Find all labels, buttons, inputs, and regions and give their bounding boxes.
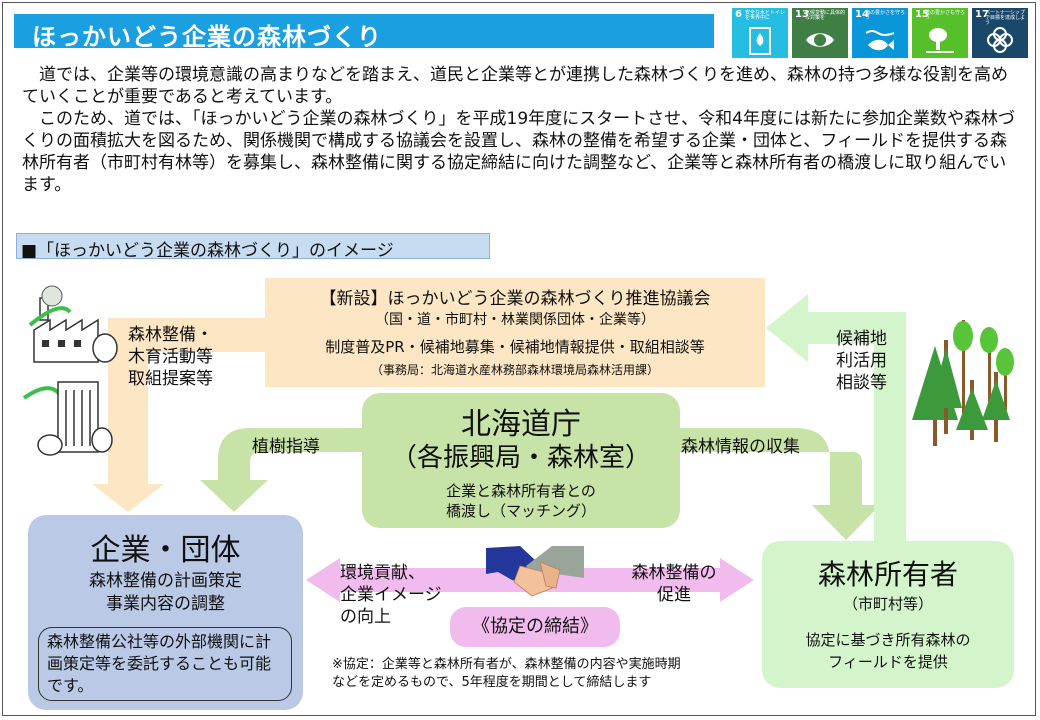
government-box: 北海道庁 （各振興局・森林室） 企業と森林所有者との 橋渡し（マッチング）: [362, 393, 680, 528]
owner-desc-line-2: フィールドを提供: [828, 653, 948, 671]
intro-paragraph-1: 道では、企業等の環境意識の高まりなどを踏まえ、道民と企業等とが連携した森林づくり…: [22, 65, 1008, 107]
forest-info-arrow: [680, 428, 880, 540]
sdg-14-badge: 14 海の豊かさを守ろう: [852, 8, 908, 58]
forest-trees-icon: [912, 320, 1014, 446]
contribution-label-line-3: の向上: [340, 607, 391, 627]
intro-text: 道では、企業等の環境意識の高まりなどを踏まえ、道民と企業等とが連携した森林づくり…: [22, 64, 1022, 196]
sdg-6-badge: 6 安全な水とトイレを世界中に: [732, 8, 788, 58]
candidate-arrow: [766, 294, 906, 541]
sdg-number: 13: [795, 9, 809, 20]
handshake-icon: [486, 546, 584, 597]
fish-icon: [865, 30, 895, 51]
footnote-line-1: ※協定：企業等と森林所有者が、森林整備の内容や実施時期: [332, 657, 681, 672]
government-desc-line-2: 橋渡し（マッチング）: [445, 502, 596, 520]
tree-icon: [926, 28, 954, 53]
forest-info-label: 森林情報の収集: [681, 437, 800, 457]
office-building-icon: [22, 381, 113, 456]
sdg-caption: パートナーシップで目標を達成しよう: [985, 10, 1026, 26]
government-sub: （各振興局・森林室）: [390, 443, 651, 473]
council-title: 【新設】ほっかいどう企業の森林づくり推進協議会: [319, 289, 711, 309]
sdg-number: 17: [975, 9, 989, 20]
company-desc-line-2: 事業内容の調整: [106, 594, 225, 614]
planting-arrow: [200, 428, 362, 512]
proposal-label-line-1: 森林整備・: [128, 325, 213, 345]
section-heading: ■「ほっかいどう企業の森林づくり」のイメージ: [16, 233, 490, 261]
sdg-caption: 安全な水とトイレを世界中に: [745, 10, 786, 21]
owner-name: 森林所有者: [817, 558, 958, 591]
contribution-label-line-1: 環境貢献、: [340, 563, 425, 583]
proposal-label: 森林整備・ 木育活動等 取組提案等: [128, 324, 213, 390]
candidate-label: 候補地 利活用 相談等: [836, 328, 887, 394]
company-note: 森林整備公社等の外部機関に計画策定等を委託することも可能です。: [38, 627, 292, 701]
proposal-label-line-3: 取組提案等: [128, 369, 213, 389]
company-desc-line-1: 森林整備の計画策定: [89, 571, 242, 591]
sdg-number: 15: [915, 9, 929, 20]
sdg-caption: 陸の豊かさも守ろう: [925, 10, 966, 21]
council-box: 【新設】ほっかいどう企業の森林づくり推進協議会 （国・道・市町村・林業関係団体・…: [265, 278, 765, 387]
sdg-17-badge: 17 パートナーシップで目標を達成しよう: [972, 8, 1028, 58]
owner-desc-line-1: 協定に基づき所有森林の: [805, 631, 971, 649]
council-members: （国・道・市町村・林業関係団体・企業等）: [375, 312, 655, 328]
sdg-number: 14: [855, 9, 869, 20]
company-name: 企業・団体: [90, 533, 241, 568]
sdg-icons: 6 安全な水とトイレを世界中に 13 気候変動に具体的な対策を 14 海の豊かさ…: [732, 8, 1028, 58]
page-title: ほっかいどう企業の森林づくり: [32, 23, 382, 51]
planting-label: 植樹指導: [252, 437, 320, 457]
sdg-caption: 海の豊かさを守ろう: [865, 10, 906, 21]
water-drop-icon: [749, 27, 771, 55]
eye-globe-icon: [806, 33, 834, 47]
government-name: 北海道庁: [461, 407, 581, 442]
section-heading-text: ■「ほっかいどう企業の森林づくり」のイメージ: [21, 241, 394, 261]
sdg-number: 6: [735, 9, 742, 20]
agreement-footnote: ※協定：企業等と森林所有者が、森林整備の内容や実施時期 などを定めるもので、5年…: [332, 656, 681, 692]
promotion-label: 森林整備の 促進: [614, 562, 734, 606]
agreement-badge: 《協定の締結》: [450, 607, 620, 647]
owner-sub: （市町村等）: [842, 595, 933, 613]
promotion-label-line-2: 促進: [657, 585, 691, 605]
title-bar: ほっかいどう企業の森林づくり: [14, 14, 714, 51]
intro-paragraph-2: このため、道では、「ほっかいどう企業の森林づくり」を平成19年度にスタートさせ、…: [22, 109, 1015, 195]
government-desc: 企業と森林所有者との 橋渡し（マッチング）: [362, 481, 680, 521]
council-secretariat: （事務局：北海道水産林務部森林環境局森林活用課）: [370, 363, 659, 377]
flower-rings-icon: [987, 27, 1013, 53]
owner-desc: 協定に基づき所有森林の フィールドを提供: [762, 629, 1014, 673]
candidate-label-line-2: 利活用: [836, 351, 887, 371]
sdg-13-badge: 13 気候変動に具体的な対策を: [792, 8, 848, 58]
candidate-label-line-3: 相談等: [836, 373, 887, 393]
company-box: 企業・団体 森林整備の計画策定 事業内容の調整 森林整備公社等の外部機関に計画策…: [28, 515, 303, 710]
council-activities: 制度普及PR・候補地募集・候補地情報提供・取組相談等: [325, 338, 705, 356]
factory-icon: [28, 285, 118, 363]
footnote-line-2: などを定めるもので、5年程度を期間として締結します: [332, 675, 652, 690]
government-desc-line-1: 企業と森林所有者との: [446, 482, 596, 500]
company-desc: 森林整備の計画策定 事業内容の調整: [28, 570, 303, 616]
forest-owner-box: 森林所有者 （市町村等） 協定に基づき所有森林の フィールドを提供: [762, 541, 1014, 688]
proposal-arrow: [92, 318, 265, 512]
contribution-label-line-2: 企業イメージ: [340, 585, 442, 605]
contribution-label: 環境貢献、 企業イメージ の向上: [340, 562, 442, 628]
candidate-label-line-1: 候補地: [836, 329, 887, 349]
promotion-label-line-1: 森林整備の: [631, 563, 717, 583]
sdg-15-badge: 15 陸の豊かさも守ろう: [912, 8, 968, 58]
proposal-label-line-2: 木育活動等: [128, 347, 213, 367]
sdg-caption: 気候変動に具体的な対策を: [805, 10, 846, 21]
